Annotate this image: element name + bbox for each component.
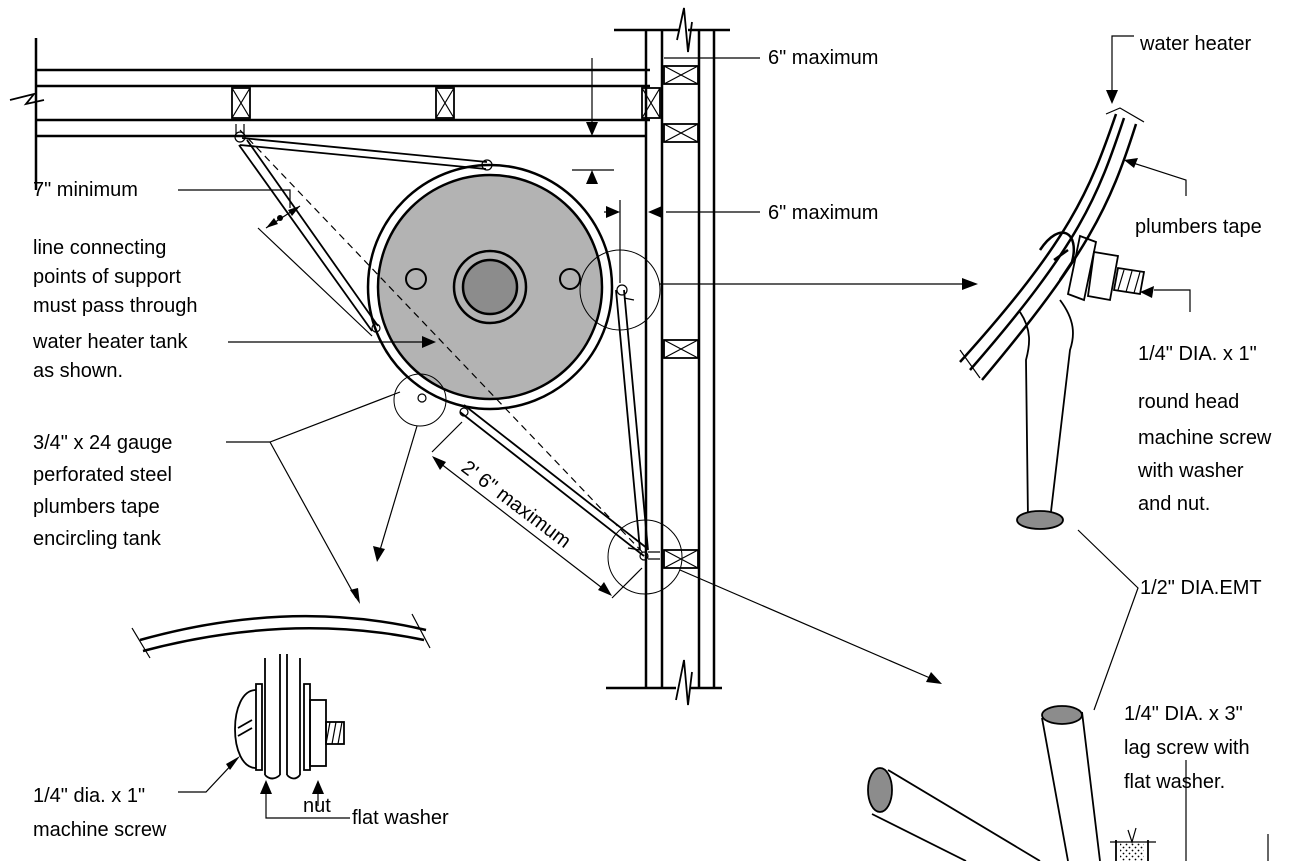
dim-7in-min: 7" minimum (33, 179, 373, 337)
label-2ft6in-max: 2' 6" maximum (457, 456, 575, 552)
wall-vertical (606, 28, 730, 690)
detail-screw-connection: water heater plumbers tape 1/4" DIA. x 1… (959, 33, 1277, 530)
break-line-top (676, 7, 693, 53)
label-plumbers-tape-right: plumbers tape (1135, 216, 1262, 238)
label-emt: 1/2" DIA.EMT (1140, 577, 1262, 599)
detail-tape-fastener: 1/4" dia. x 1" machine screw nut flat wa… (33, 613, 449, 841)
emt-struts (234, 124, 660, 561)
label-6in-max-side: 6" maximum (768, 202, 878, 224)
label-6in-max-top: 6" maximum (768, 47, 878, 69)
label-nut: nut (303, 795, 331, 817)
detail-arrows (373, 278, 978, 684)
label-line-connecting: line connecting points of support must p… (32, 237, 203, 382)
label-gauge-tape: 3/4" x 24 gauge perforated steel plumber… (33, 432, 178, 550)
break-line-left (9, 92, 45, 106)
detail-lag-screw: 1/4" DIA. x 3" lag screw with flat washe… (867, 703, 1269, 861)
label-flat-washer: flat washer (352, 807, 449, 829)
emt-leader: 1/2" DIA.EMT (1077, 529, 1262, 711)
label-round-head-screw: 1/4" DIA. x 1" round head machine screw … (1137, 343, 1277, 515)
dim-6in-top: 6" maximum (586, 47, 878, 136)
label-machine-screw-left: 1/4" dia. x 1" machine screw (33, 785, 167, 841)
water-heater-tank (366, 163, 614, 411)
label-lag-screw: 1/4" DIA. x 3" lag screw with flat washe… (1124, 703, 1255, 793)
break-line-bottom (675, 659, 693, 706)
label-7in-min: 7" minimum (33, 179, 138, 201)
gauge-tape-leader (226, 391, 401, 604)
line-connecting-leader (228, 336, 436, 348)
ceiling-joist-top (34, 38, 650, 190)
support-line-dashed (239, 129, 649, 559)
dim-6in-side: 6" maximum (572, 169, 878, 283)
label-water-heater: water heater (1139, 33, 1252, 55)
